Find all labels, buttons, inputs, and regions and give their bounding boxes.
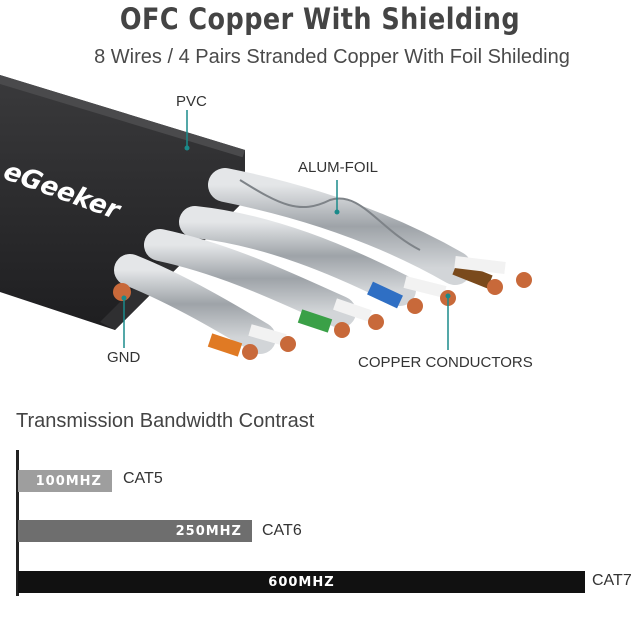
gnd-wire: [113, 283, 131, 301]
label-pvc: PVC: [176, 93, 207, 110]
label-copper-conductors: COPPER CONDUCTORS: [358, 354, 533, 371]
callout-lines: [121, 110, 451, 350]
foil-pair-blue: [179, 206, 456, 314]
cable-illustration: eGeeker: [0, 75, 532, 360]
pvc-jacket: eGeeker: [0, 75, 245, 330]
page-title: OFC Copper With Shielding: [119, 2, 521, 36]
page-subtitle: 8 Wires / 4 Pairs Stranded Copper With F…: [94, 46, 570, 68]
bar-cat7-category: CAT7: [592, 572, 632, 589]
label-alum-foil: ALUM-FOIL: [298, 159, 379, 176]
foil-pair-brown: [208, 168, 532, 295]
bandwidth-axis: [16, 450, 19, 596]
bandwidth-title: Transmission Bandwidth Contrast: [16, 410, 315, 432]
bar-cat6-category: CAT6: [262, 522, 302, 539]
bar-cat7: 600MHZ: [18, 571, 585, 593]
bar-cat5: 100MHZ: [18, 470, 112, 492]
foil-pair-green: [144, 229, 384, 338]
foil-pair-orange: [114, 254, 296, 360]
label-gnd: GND: [107, 349, 141, 366]
bar-cat6: 250MHZ: [18, 520, 252, 542]
bar-cat5-category: CAT5: [123, 470, 163, 487]
